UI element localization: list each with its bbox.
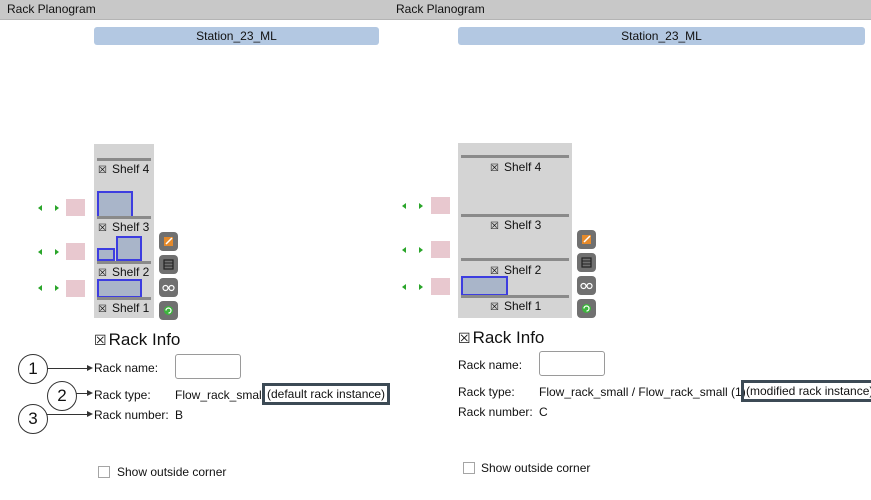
right-station-bar[interactable]: Station_23_ML xyxy=(458,27,865,45)
right-panel-header: Rack Planogram xyxy=(389,0,871,20)
right-rack-info-title: ☒Rack Info xyxy=(458,328,545,347)
right-rack: ☒Shelf 4 ☒Shelf 3 ☒Shelf 2 ☒Shelf 1 xyxy=(458,143,572,318)
edit-button[interactable] xyxy=(577,230,596,249)
right-rack-name-input[interactable] xyxy=(539,351,605,376)
grid-button[interactable] xyxy=(159,255,178,274)
edit-icon xyxy=(582,235,591,244)
right-shelf-4-label[interactable]: ☒Shelf 4 xyxy=(490,160,542,174)
grid-icon xyxy=(581,257,592,268)
view-button[interactable] xyxy=(577,276,596,295)
move-left-arrow-icon[interactable] xyxy=(38,205,42,211)
grid-icon xyxy=(163,259,174,270)
callout-arrow-icon xyxy=(87,411,93,417)
left-panel-header: Rack Planogram xyxy=(0,0,396,20)
callout-arrow-icon xyxy=(87,390,93,396)
left-rack-info-title: ☒Rack Info xyxy=(94,330,181,349)
move-left-arrow-icon[interactable] xyxy=(38,249,42,255)
right-shelf-2-label[interactable]: ☒Shelf 2 xyxy=(490,263,542,277)
refresh-button[interactable] xyxy=(577,299,596,318)
left-shelf3-item-small[interactable] xyxy=(97,248,115,261)
move-left-arrow-icon[interactable] xyxy=(402,284,406,290)
right-shelf2-item[interactable] xyxy=(461,276,508,296)
left-rack-instance-note: (default rack instance) xyxy=(262,383,391,405)
grid-button[interactable] xyxy=(577,253,596,272)
callout-arrow-icon xyxy=(87,365,93,371)
shelf-marker[interactable] xyxy=(431,197,450,214)
move-right-arrow-icon[interactable] xyxy=(419,203,423,209)
left-show-outside-corner-checkbox[interactable] xyxy=(98,466,110,478)
callout-leader-line xyxy=(47,414,87,415)
left-rack-number-value: B xyxy=(175,408,184,422)
right-rack-type-label: Rack type: xyxy=(458,385,515,399)
move-left-arrow-icon[interactable] xyxy=(38,285,42,291)
move-right-arrow-icon[interactable] xyxy=(55,249,59,255)
left-shelf-3-label[interactable]: ☒Shelf 3 xyxy=(98,220,150,234)
callout-3: 3 xyxy=(18,404,48,434)
callout-2: 2 xyxy=(47,381,77,411)
left-shelf-1-label[interactable]: ☒Shelf 1 xyxy=(98,301,150,315)
left-rack-number-label: Rack number: xyxy=(94,408,169,422)
move-right-arrow-icon[interactable] xyxy=(55,205,59,211)
shelf-marker[interactable] xyxy=(431,241,450,258)
rack-info-icon: ☒ xyxy=(458,330,471,346)
glasses-icon xyxy=(162,284,175,292)
shelf-marker[interactable] xyxy=(66,199,85,216)
right-rack-number-label: Rack number: xyxy=(458,405,533,419)
left-shelf3-item-large[interactable] xyxy=(116,236,142,261)
shelf-marker[interactable] xyxy=(66,243,85,260)
left-station-bar[interactable]: Station_23_ML xyxy=(94,27,379,45)
left-shelf2-item[interactable] xyxy=(97,279,142,298)
shelf-divider xyxy=(461,258,569,261)
left-rack-type-label: Rack type: xyxy=(94,388,151,402)
move-right-arrow-icon[interactable] xyxy=(419,247,423,253)
right-rack-type-value: Flow_rack_small / Flow_rack_small (1) xyxy=(539,385,746,399)
callout-leader-line xyxy=(76,393,87,394)
left-rack: ☒Shelf 4 ☒Shelf 3 ☒Shelf 2 ☒Shelf 1 xyxy=(94,144,154,318)
left-rack-name-label: Rack name: xyxy=(94,361,159,375)
right-rack-instance-note: (modified rack instance) xyxy=(741,380,871,402)
glasses-icon xyxy=(580,282,593,290)
move-right-arrow-icon[interactable] xyxy=(55,285,59,291)
right-rack-number-value: C xyxy=(539,405,548,419)
left-shelf4-item[interactable] xyxy=(97,191,133,218)
right-show-outside-corner-checkbox[interactable] xyxy=(463,462,475,474)
move-right-arrow-icon[interactable] xyxy=(419,284,423,290)
refresh-icon xyxy=(164,306,173,315)
left-shelf-4-label[interactable]: ☒Shelf 4 xyxy=(98,162,150,176)
shelf-marker[interactable] xyxy=(431,278,450,295)
move-left-arrow-icon[interactable] xyxy=(402,203,406,209)
left-shelf-2-label[interactable]: ☒Shelf 2 xyxy=(98,265,150,279)
view-button[interactable] xyxy=(159,278,178,297)
shelf-divider xyxy=(461,214,569,217)
callout-leader-line xyxy=(47,368,87,369)
shelf-marker[interactable] xyxy=(66,280,85,297)
callout-1: 1 xyxy=(18,354,48,384)
right-show-outside-corner-label: Show outside corner xyxy=(481,461,591,475)
shelf-divider xyxy=(461,295,569,298)
refresh-icon xyxy=(582,304,591,313)
left-rack-type-value: Flow_rack_small xyxy=(175,388,265,402)
right-shelf-3-label[interactable]: ☒Shelf 3 xyxy=(490,218,542,232)
shelf-divider xyxy=(97,261,151,264)
right-shelf-1-label[interactable]: ☒Shelf 1 xyxy=(490,299,542,313)
shelf-divider xyxy=(97,216,151,219)
shelf-divider xyxy=(461,155,569,158)
shelf-divider xyxy=(97,297,151,300)
left-show-outside-corner-label: Show outside corner xyxy=(117,465,227,479)
move-left-arrow-icon[interactable] xyxy=(402,247,406,253)
edit-icon xyxy=(164,237,173,246)
edit-button[interactable] xyxy=(159,232,178,251)
left-header-title: Rack Planogram xyxy=(7,2,96,16)
right-rack-name-label: Rack name: xyxy=(458,358,523,372)
refresh-button[interactable] xyxy=(159,301,178,320)
right-header-title: Rack Planogram xyxy=(396,2,485,16)
left-rack-name-input[interactable] xyxy=(175,354,241,379)
rack-info-icon: ☒ xyxy=(94,332,107,348)
shelf-divider xyxy=(97,158,151,161)
